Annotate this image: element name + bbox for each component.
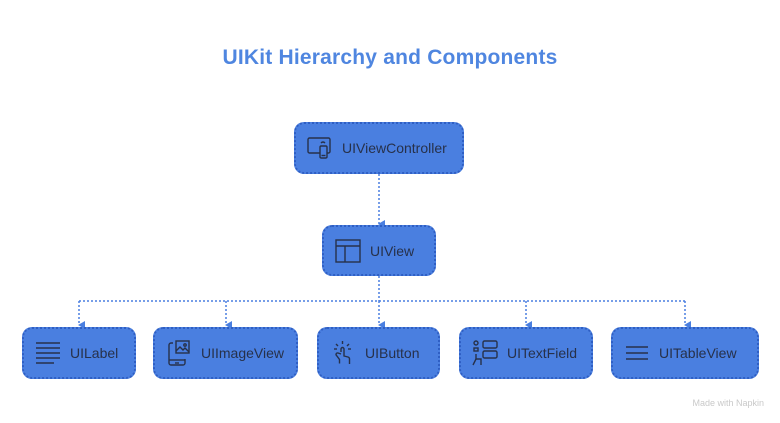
node-uiimageview[interactable]: UIImageView bbox=[153, 327, 298, 379]
node-label: UIButton bbox=[365, 345, 420, 361]
diagram-title: UIKit Hierarchy and Components bbox=[222, 46, 558, 69]
layout-icon bbox=[334, 237, 362, 265]
node-label: UITextField bbox=[507, 345, 578, 361]
form-input-icon bbox=[471, 339, 499, 367]
phone-image-icon bbox=[165, 339, 193, 367]
tap-gesture-icon bbox=[329, 339, 357, 367]
node-uiviewcontroller[interactable]: UIViewController bbox=[294, 122, 464, 174]
node-label: UIViewController bbox=[342, 140, 447, 156]
node-uitextfield[interactable]: UITextField bbox=[459, 327, 593, 379]
text-lines-icon bbox=[34, 339, 62, 367]
node-label: UIView bbox=[370, 242, 415, 259]
list-icon bbox=[623, 339, 651, 367]
watermark: Made with Napkin bbox=[692, 398, 764, 408]
node-label: UITableView bbox=[659, 345, 737, 361]
node-uiview[interactable]: UIView bbox=[322, 225, 436, 276]
node-label: UILabel bbox=[70, 345, 119, 361]
node-uitableview[interactable]: UITableView bbox=[611, 327, 759, 379]
node-uibutton[interactable]: UIButton bbox=[317, 327, 440, 379]
monitor-phone-icon bbox=[306, 134, 334, 162]
node-label: UIImageView bbox=[201, 345, 285, 361]
node-uilabel[interactable]: UILabel bbox=[22, 327, 136, 379]
